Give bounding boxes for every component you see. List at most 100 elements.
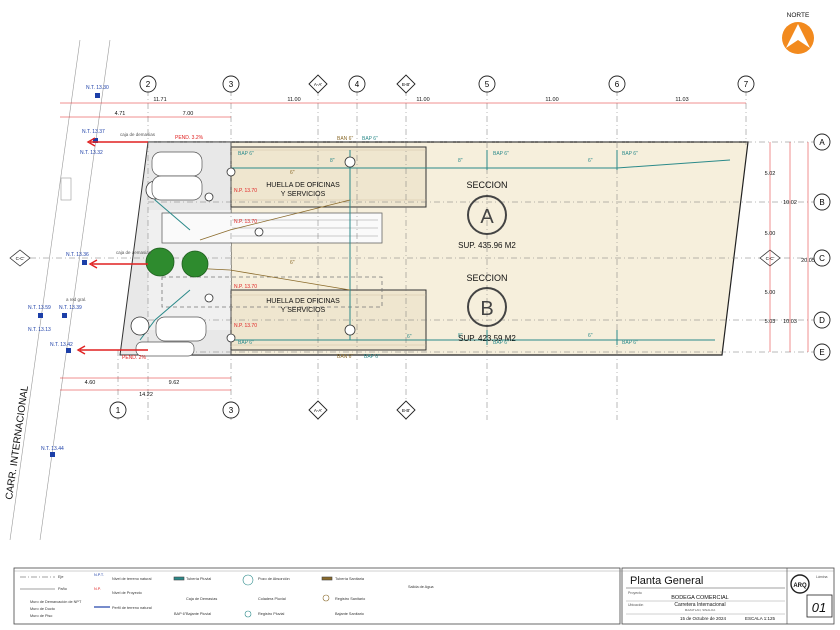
grid-right-3-label: D: [819, 316, 825, 325]
legend-col4-2: Registro Pluvial: [258, 612, 285, 616]
legend-col2-0-desc: Nivel de terreno natural: [112, 577, 152, 581]
grid-top-6-label: 6: [615, 80, 620, 89]
office-footprint-a[interactable]: [230, 146, 427, 208]
legend: Eje Paño Muro de Demarcación de NPT Muro…: [30, 573, 434, 618]
section-cc-left: C-C': [9, 249, 31, 267]
grid-right-4-label: E: [819, 348, 824, 357]
level-7: N.T. 13.13: [28, 327, 51, 333]
grid-lines: [30, 90, 830, 420]
np-label-1: N.P. 13.70: [234, 188, 257, 194]
level-2: N.T. 13.37: [82, 129, 105, 135]
drain-arrows: [76, 137, 148, 355]
legend-frame: [13, 567, 621, 625]
grid-bottom-2: A-A': [308, 400, 328, 420]
grid-top-2: A-A': [308, 74, 328, 94]
pend-label-top: PEND. 3.2%: [175, 135, 204, 141]
project-label: Proyecto: [628, 591, 642, 595]
grid-top-1-label: 3: [229, 80, 234, 89]
level-markers: N.T. 13.30 N.T. 13.37 N.T. 13.32 N.T. 13…: [28, 85, 109, 452]
legend-col6-0: Salida de Agua: [408, 585, 434, 589]
six-label-2: 6": [588, 333, 593, 339]
dim-right-5: 10.02: [783, 200, 797, 206]
grid-top-2-label: A-A': [314, 82, 323, 87]
top-dimensions: [60, 102, 746, 118]
bap-label-6: BAP 6": [364, 354, 380, 360]
date: 15 de Octubre de 2024: [680, 616, 727, 621]
north-arrow: [782, 22, 814, 54]
level-5: N.T. 13.59: [28, 305, 51, 311]
legend-col2-0: N.P.T.: [94, 573, 104, 577]
legend-col1-3: Muro de Ducto: [30, 607, 55, 611]
section-b-title: SECCION: [466, 273, 507, 283]
project-name: BODEGA COMERCIAL: [671, 595, 728, 601]
legend-col1-2: Muro de Demarcación de NPT: [30, 600, 82, 604]
north-label: NORTE: [787, 12, 810, 19]
dim-right-6: 10.03: [783, 319, 797, 325]
bap-label-2: BAP 6": [362, 136, 378, 142]
office-b-line2: Y SERVICIOS: [281, 307, 326, 314]
registers: [130, 156, 356, 343]
grid-right-2: C: [813, 249, 831, 267]
drawing-title: Planta General: [630, 575, 703, 587]
np-label-4: N.P. 13.70: [234, 323, 257, 329]
section-b-area: SUP. 423.59 M2: [458, 334, 516, 343]
grid-bottom-0: 1: [109, 401, 127, 419]
grid-bottom-3: B-B': [396, 400, 416, 420]
grid-top-6: 6: [608, 75, 626, 93]
dim-right-7: 20.05: [801, 258, 815, 264]
grid-top-3-label: 4: [355, 80, 360, 89]
legend-col1-4: Muro de Piso: [30, 614, 52, 618]
eight-label-1: 8": [330, 158, 335, 164]
np-label-2: N.P. 13.70: [234, 219, 257, 225]
office-a-line2: Y SERVICIOS: [281, 191, 326, 198]
legend-col2-1-desc: Nivel de Proyecto: [112, 591, 142, 595]
dim-bottom-2: 9.62: [169, 380, 180, 386]
street: [9, 39, 111, 541]
bap-label-4: BAP 6": [622, 151, 638, 157]
section-a-marker: [467, 195, 507, 235]
legend-col3-1: Caja de Demasías: [186, 597, 217, 601]
sheet-label: Lámina: [816, 575, 828, 579]
cc-left-label: C-C': [16, 256, 25, 261]
six-label-3: 6": [407, 334, 412, 340]
dim-right-4: 5.03: [765, 319, 776, 325]
legend-col1-1: Paño: [58, 587, 67, 591]
sheet-number: 01: [812, 600, 826, 615]
bap-label-7: BAP 6": [493, 340, 509, 346]
ban-label-1: BAN 6": [337, 136, 353, 142]
dim-right-1: 5.02: [765, 171, 776, 177]
bap-label-1: BAP 6": [238, 151, 254, 157]
road-label: CARR. INTERNACIONAL: [4, 385, 31, 501]
pend-label-bottom: PEND. 2%: [122, 355, 146, 361]
ban-label-2: BAN 6": [337, 354, 353, 360]
grid-top-7-label: 7: [744, 80, 749, 89]
section-a-title: SECCION: [466, 180, 507, 190]
np-label-3: N.P. 13.70: [234, 284, 257, 290]
legend-col5-1: Registro Sanitario: [335, 597, 365, 601]
section-b-letter: B: [480, 298, 493, 320]
grid-right-0: A: [813, 133, 831, 151]
grid-right-3: D: [813, 311, 831, 329]
scale: ESCALA 1:125: [745, 616, 776, 621]
dim-top-5: 11.03: [675, 97, 688, 103]
section-a-area: SUP. 435.96 M2: [458, 241, 516, 250]
grid-right-4: E: [813, 343, 831, 361]
dim-top-2: 11.00: [287, 97, 300, 103]
dim-bottom-3: 14.22: [139, 392, 153, 398]
legend-col2-2: Perfil de terreno natural: [112, 606, 152, 610]
level-8: N.T. 13.42: [50, 342, 73, 348]
bap-label-8: BAP 6": [622, 340, 638, 346]
grid-bottom-2-label: A-A': [314, 408, 323, 413]
legend-col1-0: Eje: [58, 575, 64, 579]
level-4: N.T. 13.36: [66, 252, 89, 258]
cars: [135, 151, 207, 357]
grid-bottom-0-label: 1: [116, 406, 121, 415]
dim-top-3: 11.00: [416, 97, 429, 103]
legend-col4-0: Pozo de Absorción: [258, 577, 290, 581]
dim-right-2: 5.00: [765, 231, 776, 237]
bap-label-3: BAP 6": [493, 151, 509, 157]
legend-col5-0: Tubería Sanitaria: [335, 577, 365, 581]
red-general: a red gral.: [66, 297, 86, 302]
